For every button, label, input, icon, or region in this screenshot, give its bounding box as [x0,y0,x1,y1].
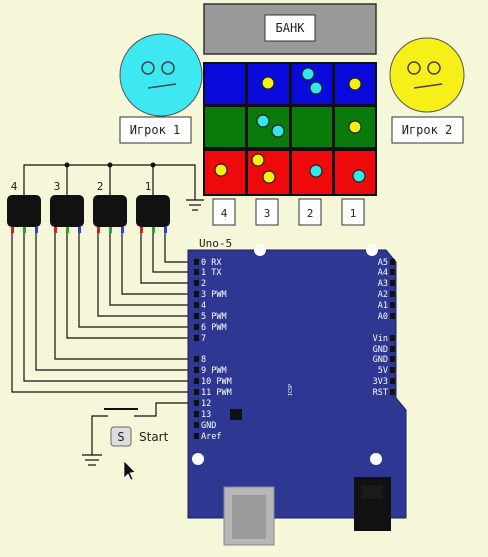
start-label: Start [139,430,169,444]
mouse-cursor-icon [123,460,136,481]
column-number-3: 3 [255,198,279,226]
rgb-button-3[interactable] [50,195,84,233]
svg-text:3: 3 [54,180,61,193]
player2-label: Игрок 2 [391,116,464,144]
bank-panel[interactable]: БАНК [203,3,377,55]
left-pin-label: 8 [201,355,206,365]
svg-text:2: 2 [97,180,104,193]
right-pin-label: A1 [378,301,388,311]
right-pin-label: A0 [378,312,388,322]
svg-text:4: 4 [11,180,18,193]
left-pin-label: 9 PWM [201,366,227,376]
svg-text:2: 2 [307,207,314,220]
button-number-2: 2 [97,180,104,193]
start-button[interactable]: S [110,426,132,447]
svg-text:1: 1 [145,180,152,193]
left-pin-label: 1 TX [201,268,222,278]
left-pin-label: 3 PWM [201,290,227,300]
right-pin-label: RST [373,388,388,398]
game-board [203,62,377,196]
column-number-4: 4 [212,198,236,226]
column-number-1: 1 [341,198,365,226]
player1-face-icon [119,33,203,117]
right-pin-label: GND [373,345,388,355]
bank-label: БАНК [276,21,306,35]
right-pin-label: 5V [378,366,388,376]
player1-label: Игрок 1 [119,116,192,144]
arduino-title: Uno-5 [199,237,232,250]
svg-text:4: 4 [221,207,228,220]
right-pin-label: A2 [378,290,388,300]
right-pin-label: A3 [378,279,388,289]
right-pin-label: A5 [378,258,388,268]
right-pin-label: A4 [378,268,388,278]
start-key: S [117,430,124,444]
left-pin-label: 12 [201,399,211,409]
left-pin-label: GND [201,421,216,431]
right-pin-label: GND [373,355,388,365]
button-number-1: 1 [145,180,152,193]
svg-text:Игрок 1: Игрок 1 [130,123,181,137]
left-pin-label: 6 PWM [201,323,227,333]
svg-text:1: 1 [350,207,357,220]
left-pin-label: 0 RX [201,258,222,268]
button-number-3: 3 [54,180,61,193]
button-number-4: 4 [11,180,18,193]
left-pin-label: 5 PWM [201,312,227,322]
left-pin-label: 2 [201,279,206,289]
left-pin-label: Aref [201,432,221,442]
right-pin-label: Vin [373,334,388,344]
rgb-button-1[interactable] [136,195,170,233]
rgb-button-4[interactable] [7,195,41,233]
column-number-2: 2 [298,198,322,226]
rgb-button-2[interactable] [93,195,127,233]
arduino-board[interactable]: ICSP [187,244,407,546]
left-pin-label: 11 PWM [201,388,232,398]
player2-face-icon [389,37,465,113]
left-pin-label: 4 [201,301,206,311]
right-pin-label: 3V3 [373,377,388,387]
left-pin-label: 7 [201,334,206,344]
svg-text:3: 3 [264,207,271,220]
junction-dots [64,162,156,168]
svg-text:Игрок 2: Игрок 2 [402,123,453,137]
left-pin-label: 13 [201,410,211,420]
wiring [11,164,204,466]
svg-text:ICSP: ICSP [288,384,294,396]
left-pin-label: 10 PWM [201,377,232,387]
